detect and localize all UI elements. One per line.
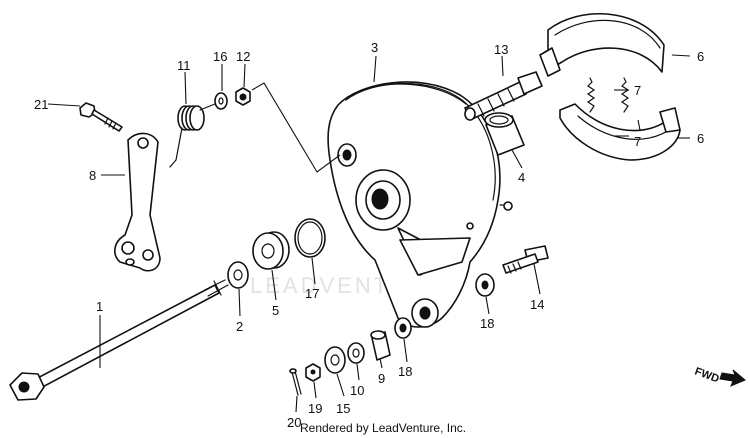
callout-21: 21 bbox=[34, 97, 48, 112]
nut-12 bbox=[235, 87, 251, 106]
callout-16: 16 bbox=[213, 49, 227, 64]
callout-6-lower: 6 bbox=[697, 131, 704, 146]
callout-20: 20 bbox=[287, 415, 301, 430]
callout-13: 13 bbox=[494, 42, 508, 57]
callout-7-upper: 7 bbox=[634, 83, 641, 98]
callout-4: 4 bbox=[518, 170, 525, 185]
washer-15 bbox=[324, 346, 346, 374]
callout-15: 15 bbox=[336, 401, 350, 416]
callout-9: 9 bbox=[378, 371, 385, 386]
brake-shoe-upper bbox=[539, 13, 665, 77]
callout-14: 14 bbox=[530, 297, 544, 312]
callout-5: 5 bbox=[272, 303, 279, 318]
washer-16 bbox=[214, 92, 228, 110]
callout-2: 2 bbox=[236, 319, 243, 334]
forward-direction-indicator: FWD bbox=[693, 366, 746, 387]
callout-18-lower: 18 bbox=[398, 364, 412, 379]
callout-7-lower: 7 bbox=[634, 134, 641, 149]
axle bbox=[9, 279, 229, 401]
nut-18-upper bbox=[475, 273, 495, 297]
callout-6-upper: 6 bbox=[697, 49, 704, 64]
brake-panel bbox=[327, 81, 513, 328]
brake-shoe-lower bbox=[559, 103, 681, 161]
dust-seal-5 bbox=[252, 231, 290, 270]
nut-18-lower bbox=[394, 317, 412, 339]
arrow-icon bbox=[719, 369, 746, 387]
callout-12: 12 bbox=[236, 49, 250, 64]
leader-lines bbox=[47, 54, 691, 413]
callout-18-right: 18 bbox=[480, 316, 494, 331]
callout-11: 11 bbox=[177, 58, 191, 73]
return-spring bbox=[169, 103, 216, 168]
callout-3: 3 bbox=[371, 40, 378, 55]
callout-8: 8 bbox=[89, 168, 96, 183]
washer-10 bbox=[347, 342, 365, 364]
callout-19: 19 bbox=[308, 401, 322, 416]
cotter-pin-20 bbox=[289, 368, 302, 396]
bolt-14 bbox=[502, 245, 549, 274]
callout-10: 10 bbox=[350, 383, 364, 398]
shoe-springs bbox=[586, 77, 630, 113]
brake-arm bbox=[114, 132, 161, 272]
o-ring-17 bbox=[294, 218, 326, 258]
washer-2 bbox=[227, 261, 249, 289]
collar-9 bbox=[370, 330, 391, 361]
callout-1: 1 bbox=[96, 299, 103, 314]
castle-nut-19 bbox=[305, 363, 321, 382]
callout-17: 17 bbox=[305, 286, 319, 301]
bolt-21 bbox=[79, 102, 123, 132]
fwd-label: FWD bbox=[693, 366, 721, 386]
credit-text: Rendered by LeadVenture, Inc. bbox=[300, 421, 466, 435]
cam-bushing bbox=[484, 112, 525, 156]
brake-cam bbox=[464, 71, 543, 121]
